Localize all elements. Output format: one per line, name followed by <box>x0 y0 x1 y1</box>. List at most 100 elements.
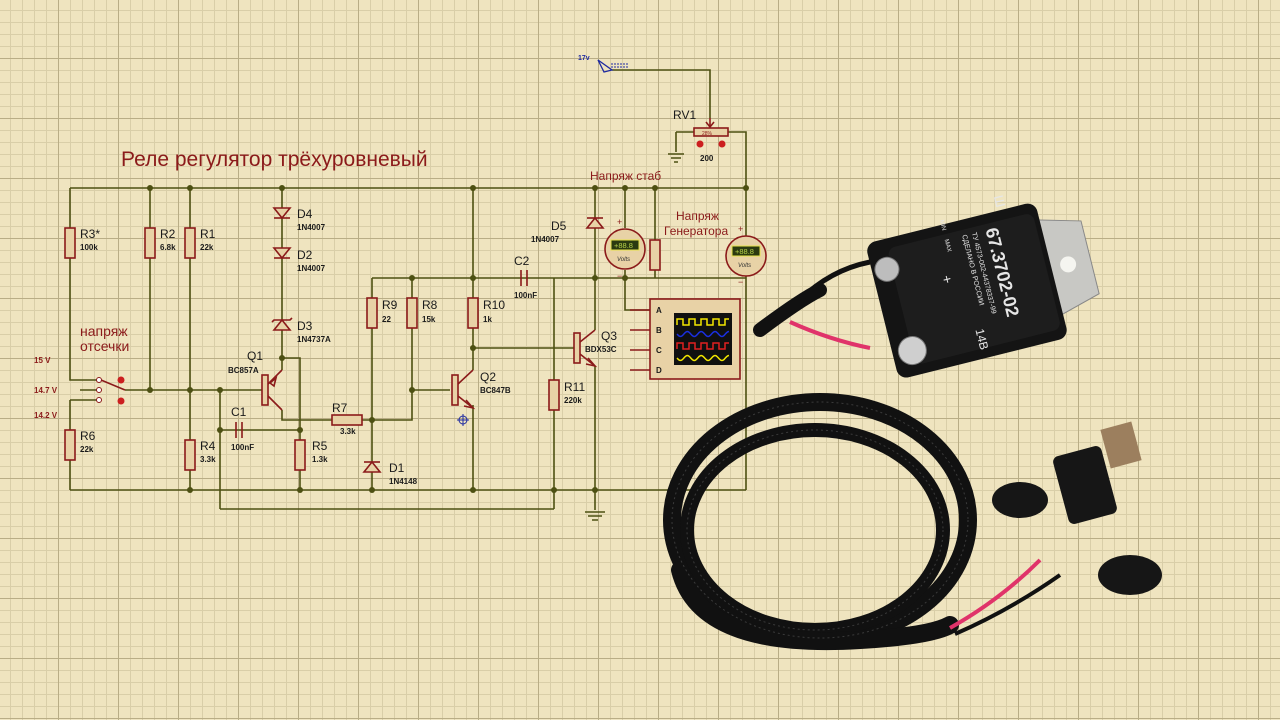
power-source-17v[interactable]: 17v <box>578 55 628 73</box>
svg-text:3.3k: 3.3k <box>200 455 216 464</box>
svg-text:BC857A: BC857A <box>228 366 259 375</box>
svg-text:15 V: 15 V <box>34 356 51 365</box>
resistor-r1[interactable]: R1 22k <box>184 227 216 259</box>
svg-text:D2: D2 <box>297 248 313 262</box>
svg-text:D3: D3 <box>297 319 313 333</box>
voltmeter-stab[interactable]: +88.8 Volts + − <box>604 217 646 281</box>
diode-d4[interactable]: D4 1N4007 <box>272 207 326 232</box>
svg-text:100k: 100k <box>80 243 98 252</box>
svg-text:28%: 28% <box>702 131 713 137</box>
resistor-r9[interactable]: R9 22 <box>366 297 398 329</box>
brush-connector <box>992 421 1162 595</box>
stab-voltage-label: Напряж стаб <box>590 169 661 183</box>
svg-text:D1: D1 <box>389 461 405 475</box>
shunt-resistor[interactable] <box>649 239 661 271</box>
diode-d5[interactable]: D5 1N4007 <box>531 216 605 244</box>
svg-text:BC847B: BC847B <box>480 386 511 395</box>
svg-text:100nF: 100nF <box>231 443 254 452</box>
svg-text:Q1: Q1 <box>247 349 263 363</box>
three-position-switch[interactable]: 15 V 14.7 V 14.2 V <box>34 356 126 420</box>
svg-text:14.7 V: 14.7 V <box>34 386 58 395</box>
svg-text:1k: 1k <box>483 315 492 324</box>
svg-text:R10: R10 <box>483 298 505 312</box>
svg-text:1N4737A: 1N4737A <box>297 335 331 344</box>
potentiometer-rv1[interactable]: 28% RV1 200 <box>673 108 729 163</box>
trace-a <box>676 318 729 326</box>
voltmeter-generator[interactable]: +88.8 Volts + − <box>725 224 767 287</box>
transistor-q3[interactable]: Q3 BDX53C <box>573 329 617 368</box>
svg-text:14.2 V: 14.2 V <box>34 411 58 420</box>
resistor-r11[interactable]: R11 220k <box>548 379 585 411</box>
transistor-q1[interactable]: Q1 BC857A <box>228 349 283 411</box>
svg-text:BDX53C: BDX53C <box>585 345 617 354</box>
osc-channel-c: C <box>656 346 662 355</box>
resistor-r7[interactable]: R7 3.3k <box>331 401 363 436</box>
svg-text:R7: R7 <box>332 401 348 415</box>
svg-text:R4: R4 <box>200 439 216 453</box>
svg-text:Ш: Ш <box>991 194 1008 209</box>
transistor-q2[interactable]: Q2 BC847B <box>451 369 511 410</box>
svg-text:22: 22 <box>382 315 391 324</box>
svg-text:15k: 15k <box>422 315 436 324</box>
svg-text:22k: 22k <box>200 243 214 252</box>
capacitor-c2[interactable]: C2 100nF <box>514 254 537 300</box>
svg-text:R8: R8 <box>422 298 438 312</box>
resistor-r4[interactable]: R4 3.3k <box>184 439 216 471</box>
diode-d2[interactable]: D2 1N4007 <box>272 247 326 273</box>
svg-text:1N4007: 1N4007 <box>531 235 560 244</box>
junctions <box>147 185 749 493</box>
svg-text:R6: R6 <box>80 429 96 443</box>
svg-text:R2: R2 <box>160 227 176 241</box>
regulator-rating: 14В <box>973 327 992 351</box>
svg-text:R1: R1 <box>200 227 216 241</box>
svg-text:17v: 17v <box>578 55 590 62</box>
resistor-r8[interactable]: R8 15k <box>406 297 438 329</box>
svg-text:+: + <box>617 217 622 227</box>
svg-text:Q3: Q3 <box>601 329 617 343</box>
svg-text:3.3k: 3.3k <box>340 427 356 436</box>
resistor-r6[interactable]: R6 22k <box>64 429 96 461</box>
diode-d3[interactable]: D3 1N4737A <box>271 317 331 344</box>
product-photo: 67.3702-02 ТУ 4573-002-44378337-99 СДЕЛА… <box>663 194 1162 651</box>
svg-text:C1: C1 <box>231 405 247 419</box>
svg-text:100nF: 100nF <box>514 291 537 300</box>
svg-text:22k: 22k <box>80 445 94 454</box>
svg-text:−: − <box>617 271 622 281</box>
svg-text:−: − <box>738 277 743 287</box>
svg-text:1N4148: 1N4148 <box>389 477 418 486</box>
trace-d <box>676 354 730 362</box>
svg-text:Volts: Volts <box>738 263 751 269</box>
svg-text:RV1: RV1 <box>673 108 696 122</box>
svg-text:+88.8: +88.8 <box>735 247 754 256</box>
svg-text:R3*: R3* <box>80 227 100 241</box>
diode-d1[interactable]: D1 1N4148 <box>362 460 418 486</box>
svg-text:1N4007: 1N4007 <box>297 264 326 273</box>
svg-text:D4: D4 <box>297 207 313 221</box>
trace-c <box>676 342 729 350</box>
trace-b <box>676 330 730 338</box>
resistor-r10[interactable]: R10 1k <box>467 297 505 329</box>
svg-text:MAX: MAX <box>943 239 952 253</box>
oscilloscope[interactable]: A B C D <box>630 298 741 380</box>
voltage-regulator <box>867 203 1100 378</box>
resistor-r5[interactable]: R5 1.3k <box>294 439 328 471</box>
resistor-r2[interactable]: R2 6.8k <box>144 227 176 259</box>
svg-text:+: + <box>939 273 957 285</box>
osc-channel-d: D <box>656 366 662 375</box>
svg-text:MIN: MIN <box>938 219 946 231</box>
probe-marker-icon <box>457 414 469 426</box>
wires <box>69 69 747 521</box>
svg-text:Volts: Volts <box>617 257 630 263</box>
svg-text:C2: C2 <box>514 254 530 268</box>
resistor-r3[interactable]: R3* 100k <box>64 227 100 259</box>
svg-text:1N4007: 1N4007 <box>297 223 326 232</box>
capacitor-c1[interactable]: C1 100nF <box>231 405 254 452</box>
svg-text:D5: D5 <box>551 219 567 233</box>
cutoff-label-line2: отсечки <box>80 338 129 354</box>
osc-channel-a: A <box>656 306 662 315</box>
svg-text:1.3k: 1.3k <box>312 455 328 464</box>
generator-label-line1: Напряж <box>676 209 719 223</box>
svg-text:+88.8: +88.8 <box>614 241 633 250</box>
svg-text:200: 200 <box>700 154 714 163</box>
